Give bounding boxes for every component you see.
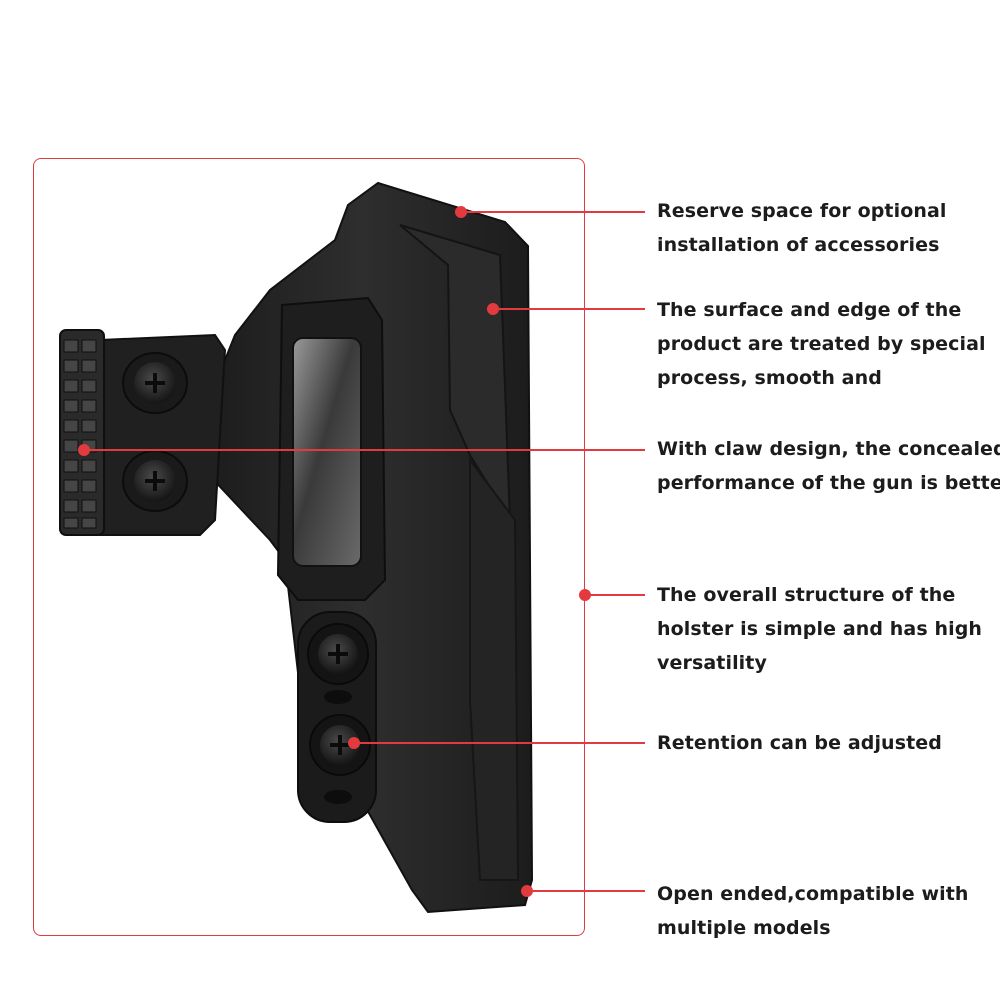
retention-hole	[324, 690, 352, 704]
callout-retention: Retention can be adjusted	[657, 726, 992, 760]
callout-line: With claw design, the concealed	[657, 438, 1000, 460]
callout-line: holster is simple and has high	[657, 618, 983, 640]
callout-claw: With claw design, the concealed performa…	[657, 432, 1000, 500]
leader-dot-structure	[579, 589, 591, 601]
callout-accessories: Reserve space for optional installation …	[657, 194, 992, 262]
callout-line: versatility	[657, 652, 767, 674]
trigger-guard-ridge	[469, 457, 520, 881]
leader-dot-accessories	[455, 206, 467, 218]
callout-line: process, smooth and	[657, 367, 882, 389]
retention-screw-bottom	[309, 714, 371, 776]
leader-dot-open-ended	[521, 885, 533, 897]
callout-open-ended: Open ended,compatible with multiple mode…	[657, 877, 992, 945]
product-frame	[33, 158, 585, 936]
callout-line: The overall structure of the	[657, 584, 956, 606]
retention-hole-lower	[324, 790, 352, 804]
callout-line: installation of accessories	[657, 234, 940, 256]
callout-line: Open ended,compatible with	[657, 883, 969, 905]
claw-screw-top	[122, 352, 188, 414]
callout-line: performance of the gun is better	[657, 472, 1000, 494]
retention-screw-top	[307, 623, 369, 685]
callout-line: Reserve space for optional	[657, 200, 947, 222]
sight-channel	[399, 224, 512, 524]
callout-structure: The overall structure of the holster is …	[657, 578, 992, 680]
callout-line: Retention can be adjusted	[657, 732, 942, 754]
callout-line: multiple models	[657, 917, 831, 939]
leader-dot-surface	[487, 303, 499, 315]
leader-dot-claw	[78, 444, 90, 456]
claw-teeth	[59, 329, 105, 536]
callout-surface: The surface and edge of the product are …	[657, 293, 992, 395]
callout-line: product are treated by special	[657, 333, 986, 355]
claw-screw-bottom	[122, 450, 188, 512]
callout-line: The surface and edge of the	[657, 299, 962, 321]
leader-dot-retention	[348, 737, 360, 749]
clip-window	[292, 337, 362, 567]
